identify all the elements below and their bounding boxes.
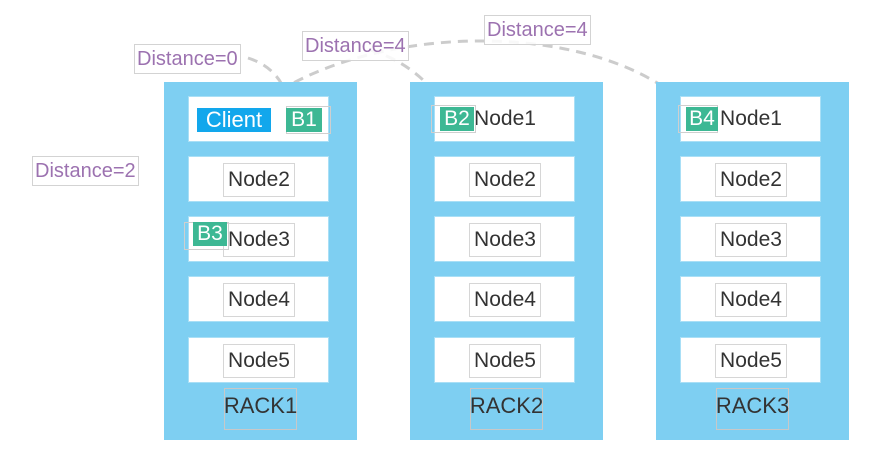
rack-label: RACK3 (715, 393, 790, 418)
client-label: Client (197, 108, 271, 132)
node-label: Node2 (223, 163, 295, 197)
rack-1: Client B1 Node2 Node3 Node4 Node5 RACK1 (164, 82, 357, 440)
rack1-node1: Client B1 (188, 96, 331, 142)
rack1-node4: Node4 (188, 276, 329, 322)
rack1-node2: Node2 (188, 156, 329, 202)
rack-label-frame (470, 388, 543, 430)
distance-label-4-rack2: Distance=4 (302, 31, 409, 61)
rack2-node3: Node3 (434, 216, 575, 262)
rack2-node4: Node4 (434, 276, 575, 322)
node-label: Node5 (469, 344, 541, 378)
node-label: Node5 (715, 344, 787, 378)
rack3-node5: Node5 (680, 337, 821, 383)
rack-2: Node1 Node2 Node3 Node4 Node5 RACK2 (410, 82, 603, 440)
rack-label-frame (716, 388, 789, 430)
rack3-node3: Node3 (680, 216, 821, 262)
node-label: Node3 (715, 223, 787, 257)
rack3-node4: Node4 (680, 276, 821, 322)
node-label: Node4 (469, 283, 541, 317)
rack-label-frame (224, 388, 297, 430)
rack2-node2: Node2 (434, 156, 575, 202)
block-b4: B4 (686, 107, 718, 131)
node-label: Node2 (469, 163, 541, 197)
node-label: Node3 (223, 223, 295, 257)
rack3-node2: Node2 (680, 156, 821, 202)
rack-label: RACK2 (469, 393, 544, 418)
rack1-node5: Node5 (188, 337, 329, 383)
node-label: Node5 (223, 344, 295, 378)
distance-label-2: Distance=2 (32, 156, 139, 186)
node-label: Node2 (715, 163, 787, 197)
rack-label: RACK1 (223, 393, 298, 418)
block-b3: B3 (193, 222, 227, 246)
node-label: Node4 (715, 283, 787, 317)
node-label: Node1 (474, 107, 536, 130)
distance-label-4-rack3: Distance=4 (484, 15, 591, 45)
distance-label-0: Distance=0 (134, 44, 241, 74)
node-label: Node3 (469, 223, 541, 257)
rack-3: Node1 Node2 Node3 Node4 Node5 RACK3 (656, 82, 849, 440)
block-b2-frame (431, 105, 476, 133)
block-b1: B1 (286, 108, 322, 132)
block-b2: B2 (440, 107, 474, 131)
node-label: Node1 (720, 107, 782, 130)
node-label: Node4 (223, 283, 295, 317)
rack2-node5: Node5 (434, 337, 575, 383)
